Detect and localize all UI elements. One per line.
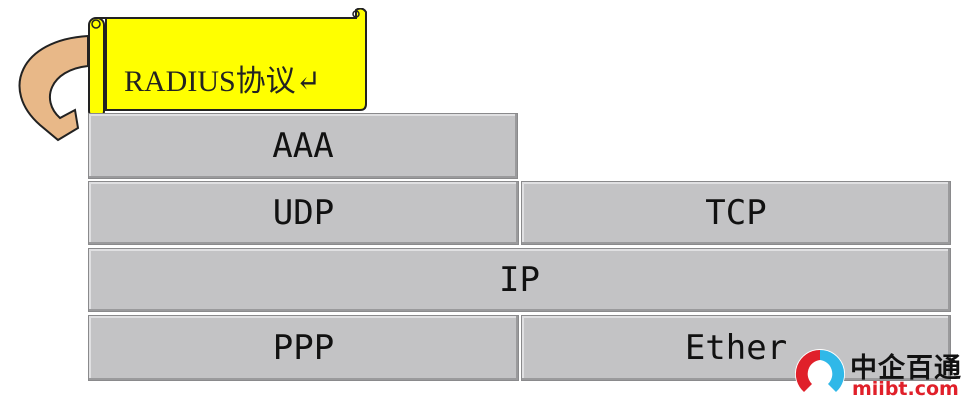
layer-ppp: PPP <box>88 315 519 381</box>
layer-tcp: TCP <box>521 181 951 245</box>
layer-ip: IP <box>88 248 951 312</box>
layer-ether: Ether <box>521 315 951 381</box>
watermark-logo-icon <box>795 349 845 399</box>
scroll-banner <box>88 8 367 118</box>
layer-udp: UDP <box>88 181 519 245</box>
layer-aaa: AAA <box>88 113 518 179</box>
watermark-text-cn: 中企百通 <box>850 353 962 384</box>
radius-protocol-label: RADIUS协议↵ <box>124 65 321 98</box>
watermark-text-en: miibt.com <box>852 378 959 400</box>
